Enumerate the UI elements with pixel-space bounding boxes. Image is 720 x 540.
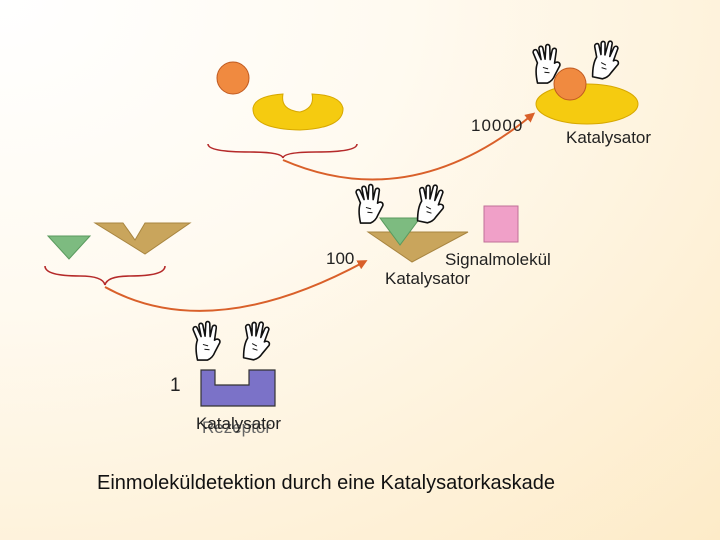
tan-catalyst-middle: [366, 231, 469, 263]
green-triangle-mid-left: [46, 235, 92, 260]
hand-icon: [415, 182, 447, 226]
ball-molecule-top-right: [553, 67, 587, 101]
pink-signal-molecule: [483, 205, 519, 243]
green-triangle-bound: [379, 217, 421, 246]
receptor-label-bottom: Rezeptor: [202, 418, 271, 437]
yellow-catalyst-top-right: [535, 83, 639, 125]
multiplier-100: 100: [326, 249, 355, 268]
hand-icon: [590, 38, 622, 82]
blue-receptor-bottom: [200, 369, 276, 407]
signal-molecule-label: Signalmolekül: [445, 250, 551, 269]
catalyst-label-top: Katalysator: [566, 128, 652, 147]
yellow-receptor-top-left: [252, 93, 344, 131]
hand-icon: [191, 319, 223, 362]
multiplier-10000: 10000: [471, 116, 524, 135]
ball-molecule-top-left: [216, 61, 250, 95]
catalyst-label-bottom: Katalysator: [196, 414, 282, 433]
arrow-to-top-catalyst: [282, 112, 536, 181]
catalyst-label-middle: Katalysator: [385, 269, 471, 288]
hand-icon: [241, 319, 273, 363]
arrow-to-middle-catalyst: [104, 260, 368, 312]
diagram-caption: Einmoleküldetektion durch eine Katalysat…: [97, 472, 556, 494]
bracket-middle: [44, 265, 166, 286]
multiplier-1: 1: [170, 375, 181, 396]
bracket-top: [207, 143, 358, 159]
tan-receptor-mid-left: [93, 222, 192, 255]
